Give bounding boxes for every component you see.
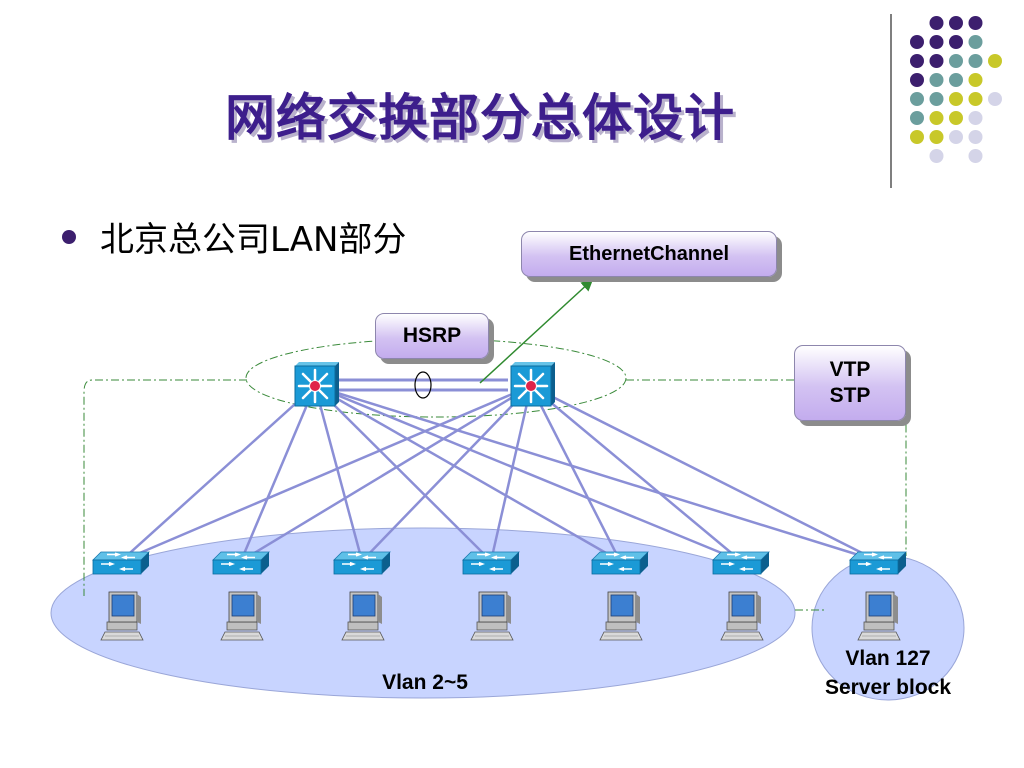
- decorative-dot: [968, 130, 983, 144]
- etherchannel-link: [338, 371, 508, 399]
- decorative-dot: [968, 16, 983, 30]
- access-node: [462, 551, 520, 641]
- uplink-line: [239, 385, 317, 562]
- multilayer-switch-icon: [510, 362, 555, 407]
- workgroup-switch-icon: [462, 551, 520, 575]
- decorative-dot: [929, 149, 944, 163]
- decorative-dot: [929, 73, 944, 87]
- decorative-dot: [910, 54, 924, 68]
- stp-text: STP: [829, 384, 871, 407]
- workstation-icon: [220, 591, 264, 641]
- etherchannel-label: EthernetChannel: [521, 231, 777, 277]
- uplink-line: [489, 385, 533, 562]
- server-block-caption: Vlan 127 Server block: [800, 644, 976, 702]
- workstation-icon: [720, 591, 764, 641]
- decorative-dot: [929, 130, 944, 144]
- hsrp-label: HSRP: [375, 313, 489, 359]
- decorative-dot: [910, 130, 924, 144]
- vtp-stp-label: VTP STP: [794, 345, 906, 421]
- decorative-dot: [988, 92, 1002, 106]
- access-node: [712, 551, 770, 641]
- workstation-icon: [100, 591, 144, 641]
- decorative-dot: [929, 111, 944, 125]
- decorative-dot: [949, 35, 963, 49]
- access-node: [333, 551, 391, 641]
- decorative-dot: [949, 73, 963, 87]
- uplink-line: [314, 384, 879, 563]
- uplink-line: [240, 384, 532, 563]
- uplink-line: [529, 385, 622, 562]
- decorative-dot: [910, 111, 924, 125]
- decorative-dot: [949, 130, 963, 144]
- bullet-icon: [62, 229, 76, 244]
- decorative-dot: [949, 111, 963, 125]
- workgroup-switch-icon: [712, 551, 770, 575]
- workgroup-switch-icon: [212, 551, 270, 575]
- access-node: [92, 551, 150, 641]
- server-block-text: Server block: [824, 676, 952, 699]
- uplink-line: [120, 385, 316, 562]
- workgroup-switch-icon: [591, 551, 649, 575]
- decorative-dot: [910, 92, 924, 106]
- workstation-icon: [341, 591, 385, 641]
- uplink-line: [314, 384, 621, 563]
- decorative-dot: [910, 73, 924, 87]
- decorative-dot: [968, 35, 983, 49]
- decorative-dot: [968, 54, 983, 68]
- workgroup-switch-icon: [92, 551, 150, 575]
- uplinks: [120, 384, 879, 563]
- access-node: [591, 551, 649, 641]
- core-switch-right: [510, 362, 555, 407]
- decorative-dot: [988, 54, 1002, 68]
- workstation-icon: [599, 591, 643, 641]
- uplink-line: [313, 385, 364, 562]
- decorative-dot: [929, 35, 944, 49]
- uplink-line: [314, 385, 492, 562]
- decorative-dot: [929, 54, 944, 68]
- uplink-line: [530, 385, 742, 562]
- decorative-dot: [968, 149, 983, 163]
- decorative-dot: [949, 92, 963, 106]
- decorative-dot: [929, 16, 944, 30]
- workstation-icon: [857, 591, 901, 641]
- bullet-item: 北京总公司LAN部分: [62, 212, 406, 261]
- decorative-dot: [968, 92, 983, 106]
- bullet-text: 北京总公司LAN部分: [100, 220, 407, 260]
- decorative-dot: [968, 73, 983, 87]
- decorative-dot: [910, 35, 924, 49]
- uplink-line: [120, 384, 532, 563]
- etherchannel-arrow: [479, 278, 594, 384]
- core-switch-left: [294, 362, 339, 407]
- decorative-dot: [929, 92, 944, 106]
- uplink-line: [314, 384, 742, 563]
- multilayer-switch-icon: [294, 362, 339, 407]
- vlan-group-caption: Vlan 2~5: [382, 671, 468, 694]
- workstation-icon: [470, 591, 514, 641]
- uplink-line: [530, 384, 879, 563]
- access-node: [849, 551, 907, 641]
- decorative-dot: [968, 111, 983, 125]
- server-vlan-text: Vlan 127: [845, 647, 931, 670]
- workgroup-switch-icon: [333, 551, 391, 575]
- access-node: [212, 551, 270, 641]
- page-title: 网络交换部分总体设计: [225, 89, 735, 147]
- uplink-line: [361, 385, 532, 562]
- decorative-dot: [949, 16, 963, 30]
- workgroup-switch-icon: [849, 551, 907, 575]
- decorative-dot: [949, 54, 963, 68]
- vtp-text: VTP: [829, 358, 871, 381]
